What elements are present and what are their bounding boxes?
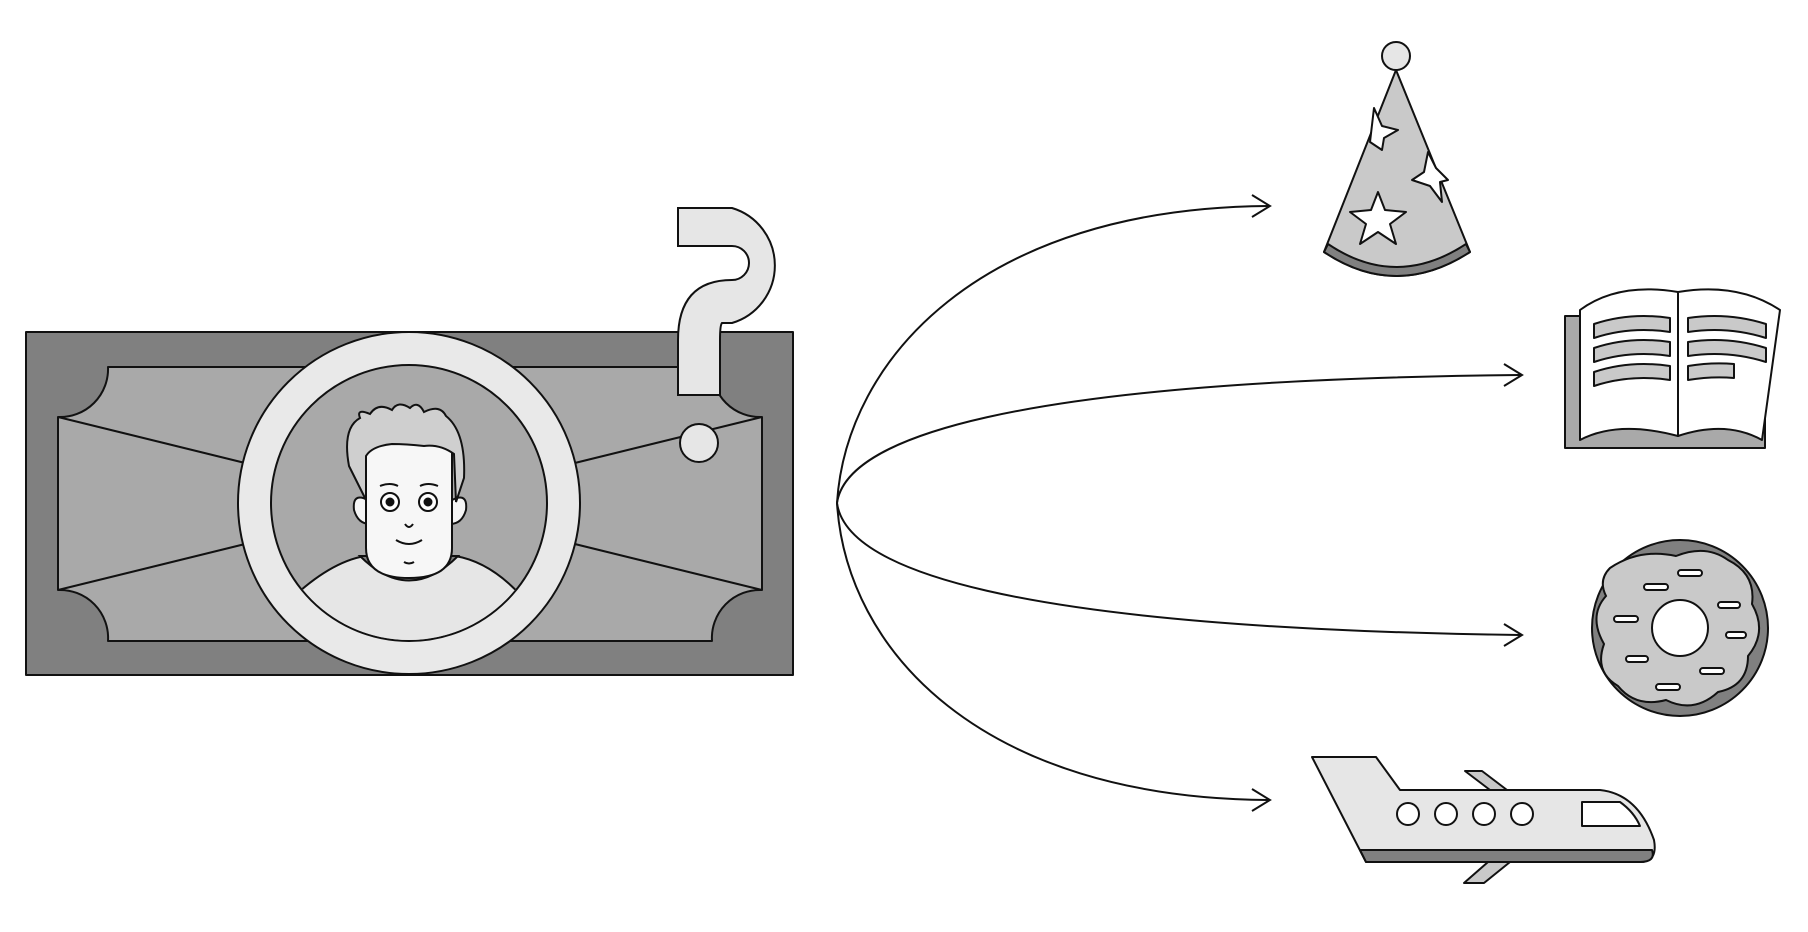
arrow-head-party-hat: [1251, 194, 1272, 218]
arrow-to-party-hat: [836, 205, 1269, 504]
arrow-head-airplane: [1251, 788, 1272, 812]
portrait-icon: [237, 331, 581, 675]
arrow-to-book: [836, 374, 1521, 504]
question-mark-icon: [677, 207, 776, 463]
arrow-head-donut: [1503, 623, 1524, 647]
open-book-icon: [1564, 288, 1781, 449]
donut-icon: [1591, 539, 1769, 717]
arrow-to-donut: [836, 502, 1521, 636]
airplane-icon: [1311, 756, 1656, 884]
party-hat-icon: [1323, 41, 1471, 277]
arrow-head-book: [1503, 363, 1524, 387]
arrow-to-airplane: [836, 502, 1269, 801]
arrows: [836, 194, 1524, 812]
